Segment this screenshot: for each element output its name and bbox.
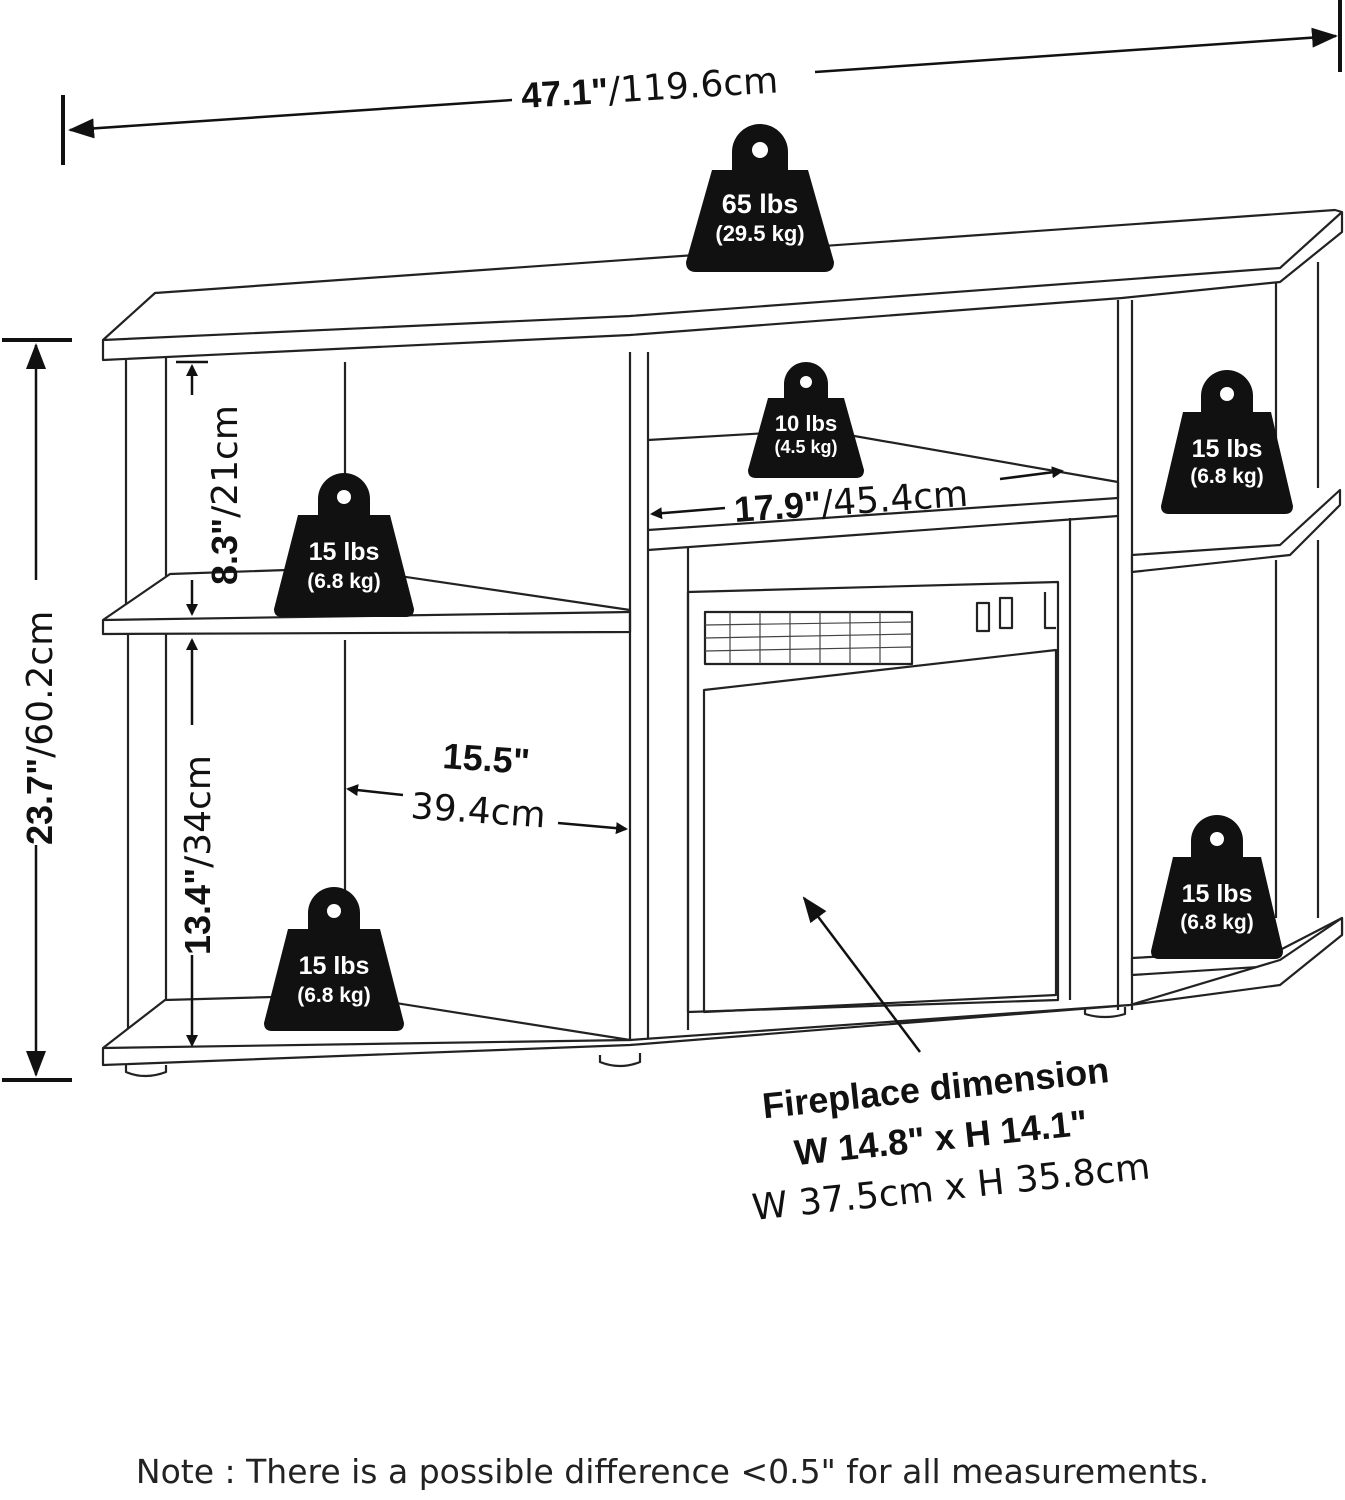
svg-text:10 lbs: 10 lbs bbox=[775, 411, 837, 436]
center-width-label: 17.9"/45.4cm bbox=[733, 473, 970, 531]
side-shelf-depth-imperial: 15.5" bbox=[441, 735, 531, 782]
overall-height-dimension bbox=[2, 338, 72, 1082]
overall-width-dimension bbox=[61, 0, 1342, 165]
weight-icon-center-shelf: 10 lbs (4.5 kg) bbox=[748, 362, 864, 478]
svg-text:15 lbs: 15 lbs bbox=[309, 538, 380, 566]
svg-text:15 lbs: 15 lbs bbox=[299, 952, 370, 980]
lower-shelf-height-label: 13.4"/34cm bbox=[177, 755, 219, 955]
svg-text:15 lbs: 15 lbs bbox=[1192, 435, 1263, 463]
center-width-arrows bbox=[650, 466, 1064, 520]
overall-height-label: 23.7"/60.2cm bbox=[19, 611, 61, 845]
svg-text:(29.5 kg): (29.5 kg) bbox=[715, 221, 804, 246]
weight-icon-right-upper: 15 lbs (6.8 kg) bbox=[1161, 370, 1293, 514]
weight-icon-left-lower: 15 lbs (6.8 kg) bbox=[264, 887, 404, 1031]
svg-text:(6.8 kg): (6.8 kg) bbox=[297, 984, 371, 1007]
fireplace-dimension-callout: Fireplace dimension W 14.8" x H 14.1" W … bbox=[750, 1049, 1152, 1229]
overall-width-label: 47.1"/119.6cm bbox=[520, 59, 779, 117]
svg-text:15 lbs: 15 lbs bbox=[1182, 880, 1253, 908]
tv-stand-drawing bbox=[101, 208, 1344, 1078]
svg-text:(6.8 kg): (6.8 kg) bbox=[1180, 911, 1254, 934]
weight-icon-top: 65 lbs (29.5 kg) bbox=[686, 124, 834, 272]
side-shelf-depth-metric: 39.4cm bbox=[409, 786, 547, 836]
left-front-leg-upper bbox=[124, 358, 168, 615]
fireplace-pointer-arrow bbox=[802, 896, 921, 1053]
upper-shelf-height-dimension bbox=[176, 360, 208, 616]
svg-text:(6.8 kg): (6.8 kg) bbox=[307, 570, 381, 593]
weight-icon-right-lower: 15 lbs (6.8 kg) bbox=[1151, 815, 1283, 959]
svg-text:65 lbs: 65 lbs bbox=[722, 189, 799, 219]
side-shelf-depth-arrows bbox=[346, 784, 628, 835]
center-cabinet bbox=[628, 300, 1134, 1040]
left-front-leg-lower bbox=[126, 632, 168, 1040]
weight-icon-left-upper: 15 lbs (6.8 kg) bbox=[274, 473, 414, 617]
svg-text:(6.8 kg): (6.8 kg) bbox=[1190, 465, 1264, 488]
right-upper-shelf bbox=[1130, 488, 1342, 574]
measurement-note: Note : There is a possible difference <0… bbox=[135, 1452, 1210, 1491]
svg-text:(4.5 kg): (4.5 kg) bbox=[774, 437, 837, 457]
fireplace-insert bbox=[686, 580, 1060, 1014]
upper-shelf-height-label: 8.3"/21cm bbox=[204, 405, 246, 585]
